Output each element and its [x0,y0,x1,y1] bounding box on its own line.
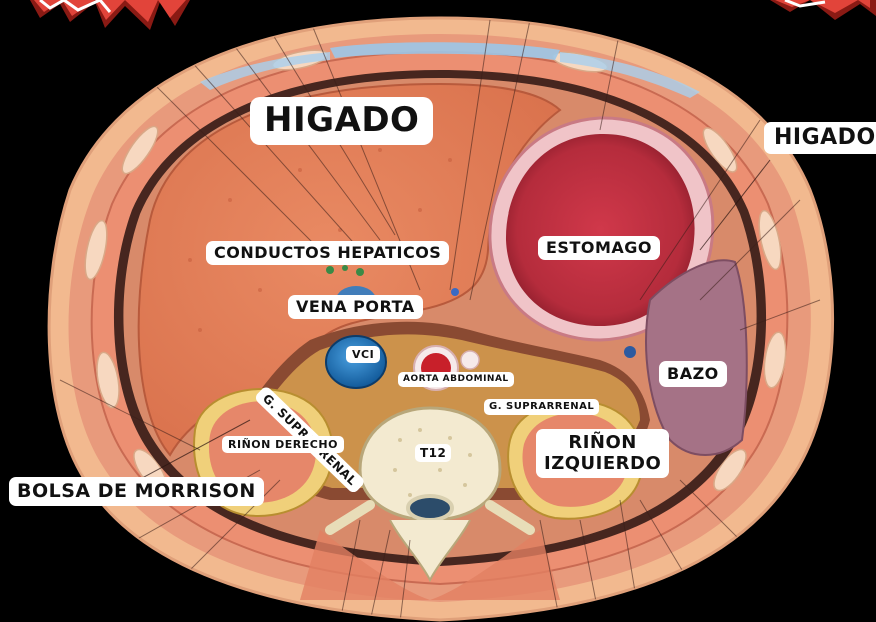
title-fragment-right [770,0,876,20]
label-higado-main: HIGADO [250,97,433,145]
label-rinon-derecho: RIÑON DERECHO [222,436,344,453]
spleen [646,260,747,455]
label-conductos-hepaticos: CONDUCTOS HEPATICOS [206,241,449,265]
label-higado-right: HIGADO [764,122,876,154]
label-t12: T12 [415,444,451,462]
label-aorta-abdominal: AORTA ABDOMINAL [398,372,514,387]
label-bolsa-de-morrison: BOLSA DE MORRISON [9,477,264,506]
label-estomago: ESTOMAGO [538,236,660,260]
label-vci: VCI [346,346,380,363]
label-g-suprarrenal-right: G. SUPRARRENAL [484,399,599,415]
label-rinon-izquierdo-line1: RIÑON [544,433,661,454]
label-vena-porta: VENA PORTA [288,295,423,319]
label-rinon-izquierdo: RIÑON IZQUIERDO [536,429,669,478]
title-fragment-left [30,0,190,30]
label-rinon-izquierdo-line2: IZQUIERDO [544,454,661,475]
label-bazo: BAZO [659,361,727,387]
